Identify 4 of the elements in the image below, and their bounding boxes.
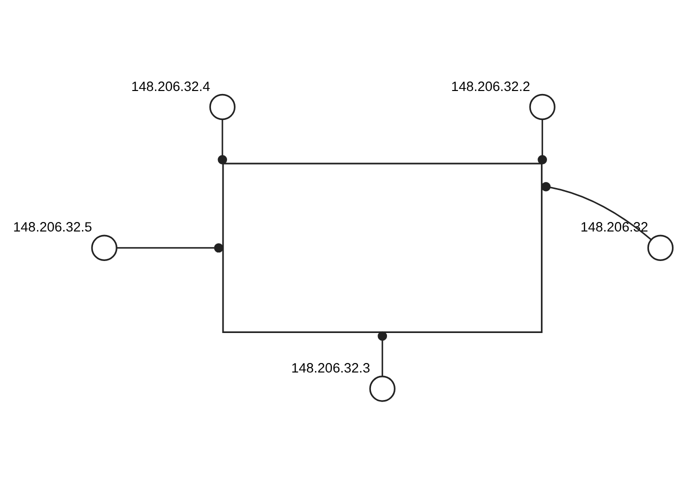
node-label: 148.206.32.2 <box>451 78 530 94</box>
node-label: 148.206.32.3 <box>291 360 370 376</box>
node-label: 148.206.32.4 <box>131 78 210 94</box>
node-label: 148.206.32.5 <box>13 219 92 234</box>
